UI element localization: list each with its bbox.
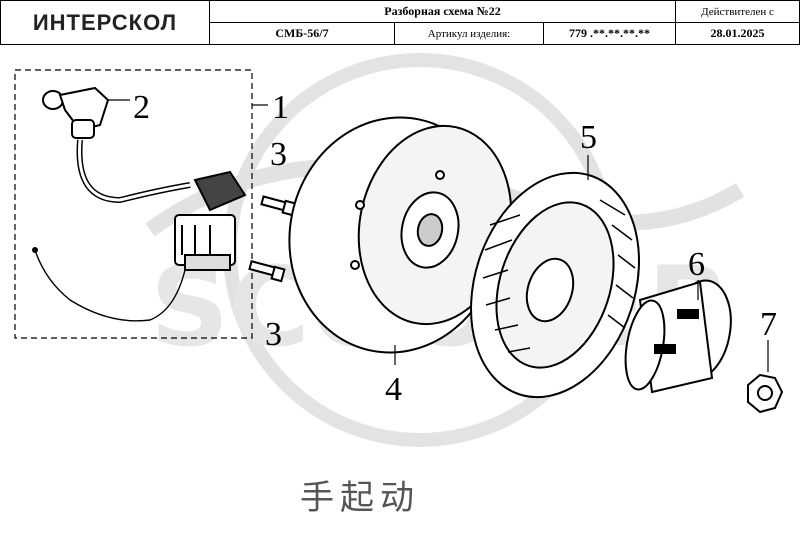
callout-5: 5 — [580, 119, 597, 156]
callout-7: 7 — [760, 306, 777, 343]
valid-from-date: 28.01.2025 — [675, 22, 800, 45]
ignition-lead — [76, 139, 191, 204]
drawing-caption: 手起动 — [300, 478, 420, 518]
sheet-title: Разборная схема №22 — [209, 0, 676, 23]
callout-3-upper: 3 — [270, 136, 287, 173]
callout-3-lower: 3 — [265, 316, 282, 353]
flywheel-housing — [288, 116, 513, 354]
model-name: СМБ-56/7 — [209, 22, 395, 45]
callout-2: 2 — [133, 89, 150, 126]
ignition-assembly-box — [14, 69, 253, 339]
callout-4: 4 — [385, 371, 402, 408]
mounting-bolt-lower — [248, 260, 286, 283]
flywheel-nut — [747, 373, 784, 414]
flywheel — [470, 171, 640, 399]
spark-plug-cap — [42, 86, 130, 139]
valid-from-label: Действителен с — [675, 0, 800, 23]
title-block: ИНТЕРСКОЛ Разборная схема №22 Действител… — [0, 0, 800, 45]
ground-wire — [34, 249, 186, 322]
brand-logo: ИНТЕРСКОЛ — [0, 0, 210, 45]
mounting-bolt-upper — [260, 195, 297, 217]
callout-1: 1 — [272, 89, 289, 126]
starter-cup — [624, 279, 732, 394]
article-value: 779 .**.**.**.** — [543, 22, 676, 45]
brand-name: ИНТЕРСКОЛ — [32, 9, 178, 35]
exploded-view-drawing: SCOOTER — [14, 53, 784, 447]
ignition-coil — [174, 170, 247, 271]
article-label: Артикул изделия: — [394, 22, 544, 45]
callout-6: 6 — [688, 246, 705, 283]
